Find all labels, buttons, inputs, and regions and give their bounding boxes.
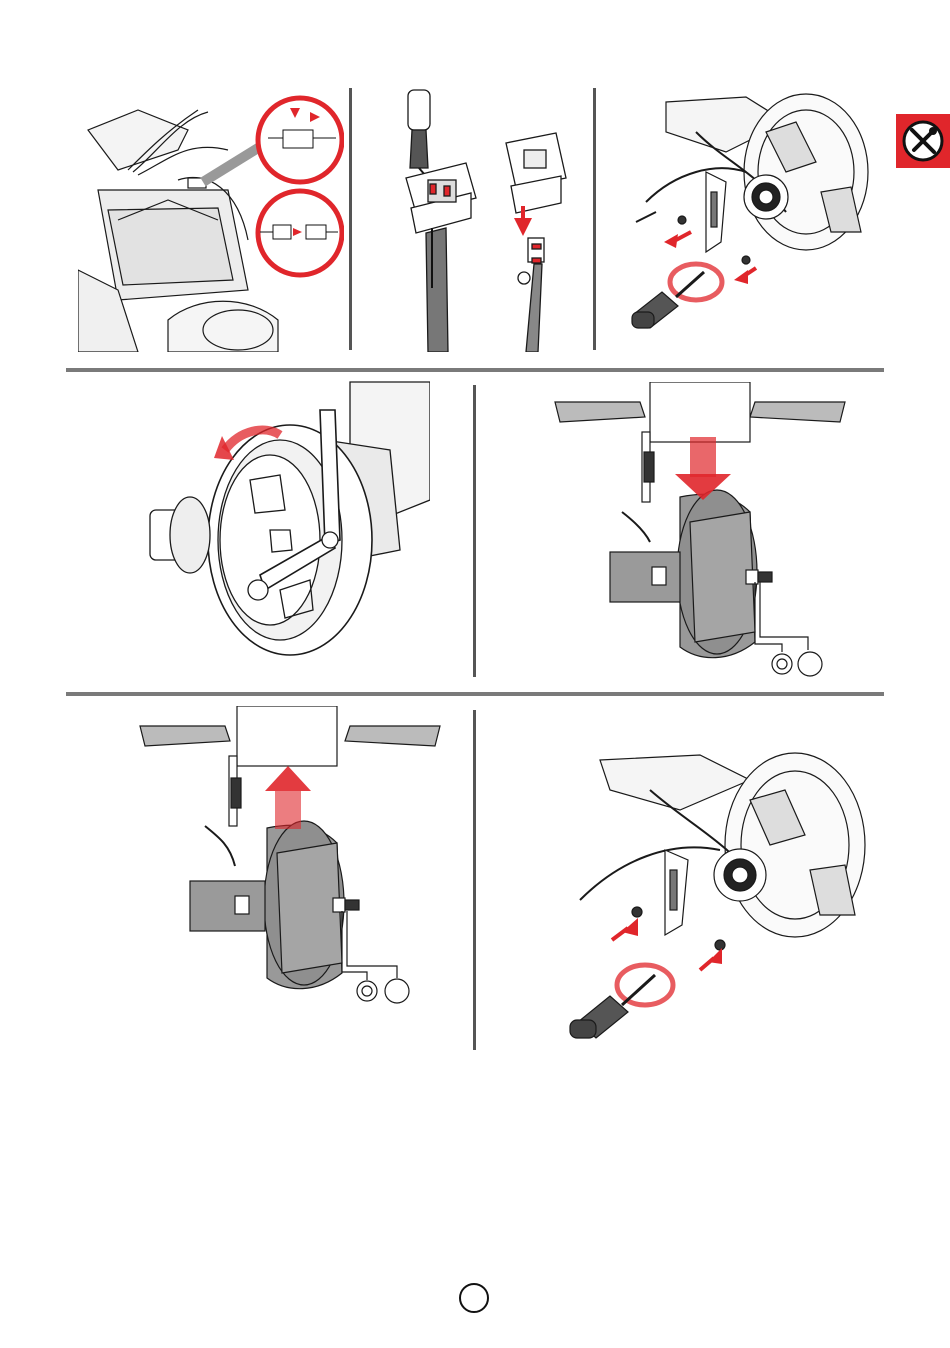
wheel-remove-drawing (550, 382, 850, 682)
step-6-illustration (135, 706, 447, 1014)
wheel-install-drawing (135, 706, 447, 1014)
column-divider-2 (473, 385, 476, 677)
step-2-illustration (356, 88, 590, 352)
motor-bracket-removal-drawing (606, 92, 888, 352)
step-1-illustration (78, 90, 344, 352)
row-divider-2 (66, 692, 884, 696)
column-divider-3 (473, 710, 476, 1050)
step-5-illustration (550, 382, 850, 682)
column-divider-1a (349, 88, 352, 350)
controller-connector-drawing (78, 90, 344, 352)
tools-section-tab (896, 114, 950, 168)
step-4-illustration (130, 380, 430, 658)
step-3-illustration (606, 92, 888, 352)
page-number-circle (459, 1283, 489, 1313)
step-7-illustration (560, 750, 880, 1050)
motor-bracket-fasten-drawing (560, 750, 880, 1050)
connector-terminal-drawing (356, 88, 590, 352)
row-divider-1 (66, 368, 884, 372)
tools-icon (896, 114, 950, 168)
axle-wrench-drawing (130, 380, 430, 658)
column-divider-1b (593, 88, 596, 350)
